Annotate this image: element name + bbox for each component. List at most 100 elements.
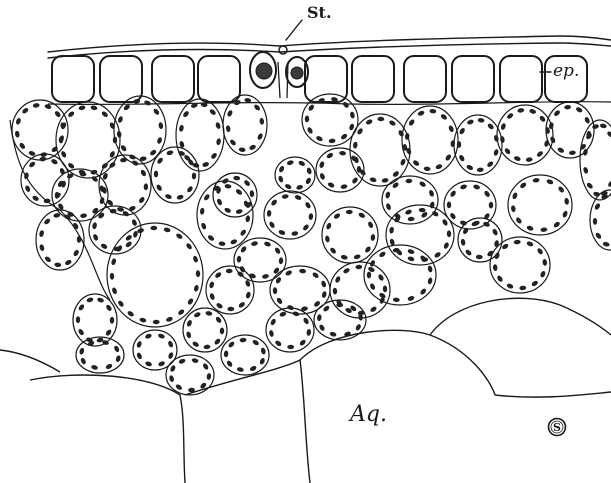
mesophyll-cell — [264, 191, 316, 239]
chloroplast — [321, 280, 327, 288]
chloroplast — [238, 301, 246, 309]
chloroplast — [449, 190, 457, 198]
chloroplast — [532, 178, 539, 183]
chloroplast — [291, 231, 299, 237]
chloroplast — [492, 228, 499, 236]
chloroplast — [506, 112, 514, 120]
chloroplast — [513, 155, 521, 161]
chloroplast — [339, 151, 346, 156]
chloroplast — [333, 288, 338, 295]
chloroplast — [224, 184, 231, 189]
chloroplast — [186, 319, 193, 327]
chloroplast — [529, 108, 537, 114]
chloroplast — [353, 254, 361, 260]
chloroplast — [207, 234, 215, 242]
chloroplast — [158, 122, 163, 129]
chloroplast — [512, 192, 519, 200]
chloroplast — [227, 307, 234, 312]
chloroplast — [136, 340, 143, 348]
chloroplast — [493, 135, 499, 143]
chloroplast — [460, 184, 468, 190]
chloroplast — [564, 198, 569, 205]
chloroplast — [235, 209, 243, 215]
chloroplast — [329, 138, 336, 143]
chloroplast — [539, 115, 547, 123]
chloroplast — [235, 188, 243, 196]
chloroplast — [43, 218, 51, 226]
chloroplast — [279, 257, 284, 264]
chloroplast — [298, 160, 306, 167]
chloroplast — [163, 227, 171, 233]
chloroplast — [214, 271, 222, 279]
mesophyll-cell — [206, 266, 254, 314]
chloroplast — [306, 167, 312, 175]
chloroplast — [193, 311, 201, 318]
chloroplast — [553, 221, 561, 229]
chloroplast — [182, 110, 190, 118]
chloroplast — [407, 256, 415, 262]
chloroplast — [175, 383, 183, 391]
chloroplast — [367, 221, 374, 229]
chloroplast — [78, 105, 86, 111]
chloroplast — [86, 297, 94, 303]
chloroplast — [500, 136, 506, 143]
chloroplast — [15, 130, 21, 137]
chloroplast — [412, 159, 420, 167]
chloroplast — [317, 314, 322, 321]
svg-text:S: S — [553, 421, 561, 434]
chloroplast — [230, 238, 238, 245]
chloroplast — [238, 147, 245, 153]
epidermis-cell — [500, 56, 542, 102]
chloroplast — [355, 323, 362, 331]
chloroplast — [39, 230, 45, 238]
chloroplast — [125, 234, 133, 242]
chloroplast — [367, 272, 371, 279]
chloroplast — [355, 265, 362, 270]
stoma-label: St. — [307, 3, 332, 22]
chloroplast — [240, 245, 248, 253]
chloroplast — [40, 152, 47, 158]
chloroplast — [296, 184, 304, 190]
chloroplast — [105, 329, 113, 337]
chloroplast — [284, 183, 292, 190]
chloroplast — [111, 258, 117, 266]
chloroplast — [458, 154, 465, 162]
chloroplast — [486, 160, 494, 168]
chloroplast — [575, 106, 583, 113]
chloroplast — [356, 127, 364, 135]
publisher-mark-icon: S — [547, 417, 567, 437]
chloroplast — [166, 150, 174, 156]
chloroplast — [154, 171, 159, 178]
chloroplast — [286, 160, 294, 166]
chloroplast — [227, 341, 235, 349]
chloroplast — [321, 291, 327, 299]
chloroplast — [206, 373, 211, 380]
chloroplast — [329, 247, 337, 255]
chloroplast — [169, 375, 175, 383]
chloroplast — [287, 345, 294, 350]
chloroplast — [185, 242, 193, 250]
chloroplast — [487, 122, 495, 130]
chloroplast — [494, 240, 500, 248]
chloroplast — [131, 219, 138, 227]
chloroplast — [260, 347, 266, 355]
chloroplast — [329, 331, 337, 337]
chloroplast — [200, 208, 205, 215]
chloroplast — [308, 104, 316, 112]
chloroplast — [186, 331, 192, 339]
chloroplast — [167, 340, 174, 348]
chloroplast — [584, 116, 591, 124]
mesophyll-cell — [151, 147, 199, 203]
chloroplast — [444, 153, 452, 161]
chloroplast — [150, 226, 157, 231]
chloroplast — [21, 107, 29, 115]
chloroplast — [209, 108, 217, 116]
stoma-pointer — [286, 20, 302, 40]
chloroplast — [50, 158, 58, 165]
mesophyll-cell — [330, 262, 390, 318]
chloroplast — [251, 241, 259, 247]
chloroplast — [117, 116, 124, 124]
chloroplast — [115, 355, 121, 363]
chloroplast — [493, 264, 498, 271]
chloroplast — [259, 118, 264, 125]
